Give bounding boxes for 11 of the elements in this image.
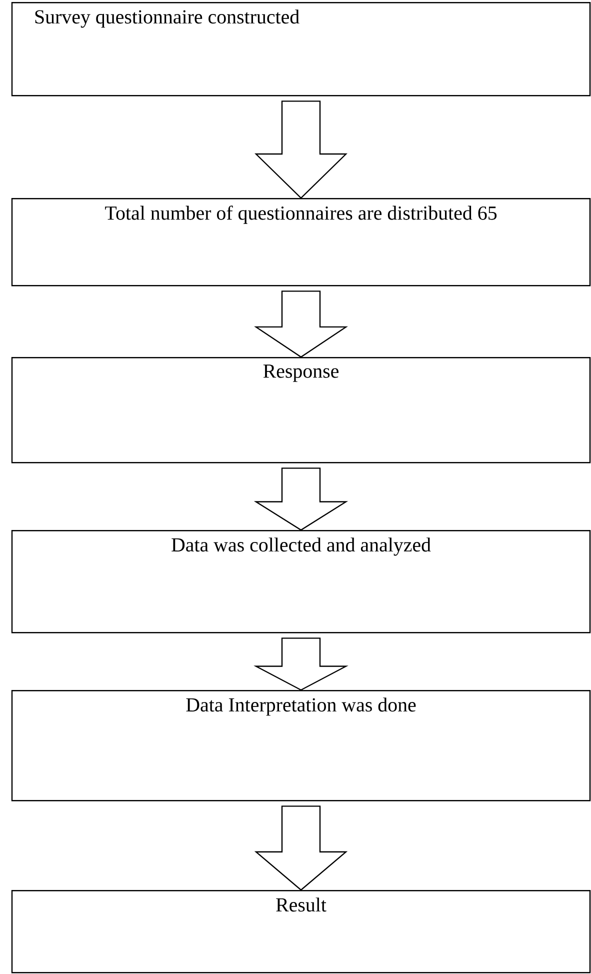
process-box: Total number of questionnaires are distributed 65 <box>11 198 591 286</box>
process-box: Response <box>11 357 591 464</box>
block-arrow <box>254 806 348 891</box>
block-arrow <box>254 100 348 199</box>
block-arrow <box>254 468 348 531</box>
process-box: Result <box>11 890 591 974</box>
process-box: Survey questionnaire constructed <box>11 2 591 96</box>
process-box: Data Interpretation was done <box>11 690 591 802</box>
process-box: Data was collected and analyzed <box>11 530 591 634</box>
block-arrow <box>254 638 348 691</box>
block-arrow <box>254 290 348 358</box>
